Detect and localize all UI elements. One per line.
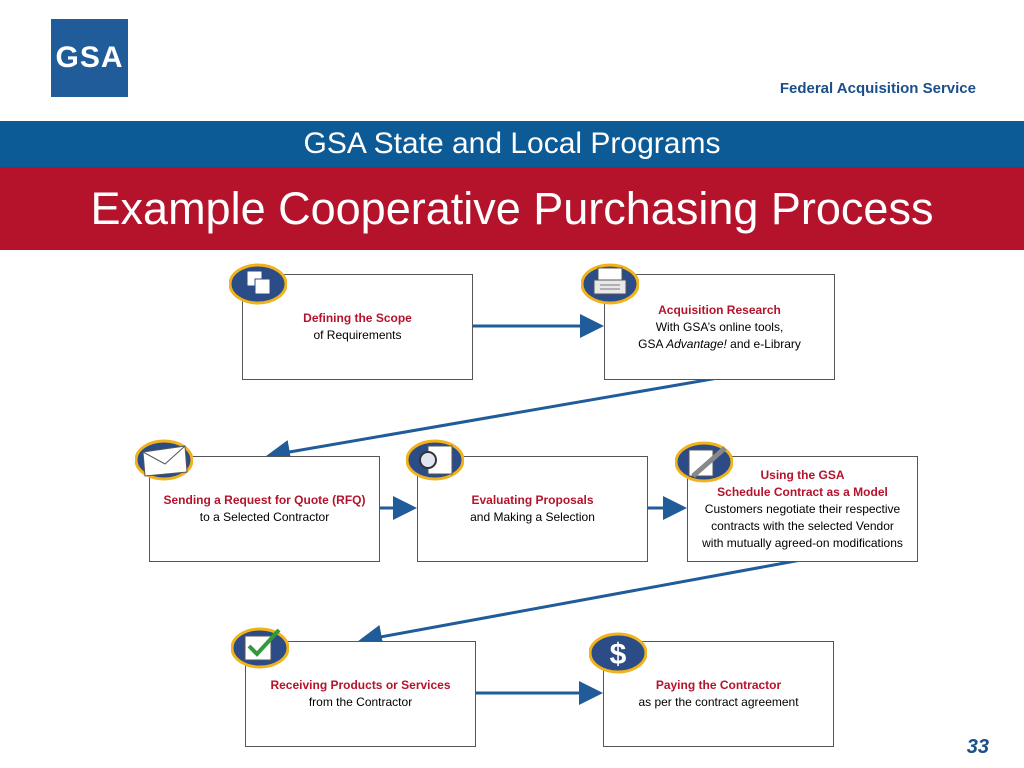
svg-text:$: $ (610, 638, 627, 671)
magnifier-icon (406, 439, 464, 481)
step-desc: Customers negotiate their respective (704, 501, 901, 516)
step-desc: With GSA’s online tools, (655, 319, 784, 334)
service-name: Federal Acquisition Service (779, 80, 976, 97)
arrow-research-to-rfq (266, 376, 719, 464)
envelope-icon (135, 439, 193, 481)
printer-icon (581, 263, 639, 305)
arrow-schedule-to-receive (358, 558, 802, 649)
step-title: Evaluating Proposals (471, 493, 594, 507)
step-desc: contracts with the selected Vendor (711, 518, 894, 533)
step-desc: and Making a Selection (470, 510, 595, 524)
step-title-line2: Schedule Contract as a Model (717, 484, 888, 499)
program-title-band: GSA State and Local Programs (0, 121, 1024, 167)
step-title: Sending a Request for Quote (RFQ) (163, 493, 366, 507)
step-title: Defining the Scope (303, 311, 412, 325)
gsa-logo: GSA (51, 19, 128, 97)
step-acquisition-research: Acquisition Research With GSA’s online t… (604, 274, 835, 380)
step-title: Using the GSA (760, 467, 845, 482)
step-title: Acquisition Research (658, 302, 781, 317)
program-title: GSA State and Local Programs (303, 127, 721, 160)
step-desc: from the Contractor (308, 695, 413, 709)
step-desc-line2: GSA Advantage! and e-Library (638, 336, 801, 351)
dollar-icon: $ (589, 632, 647, 674)
checkmark-icon (231, 627, 289, 669)
page-number: 33 (966, 736, 989, 758)
step-desc: to a Selected Contractor (199, 510, 330, 524)
step-desc: of Requirements (313, 328, 402, 342)
step-title: Paying the Contractor (655, 678, 782, 692)
step-desc: as per the contract agreement (638, 695, 799, 709)
documents-icon (229, 263, 287, 305)
step-desc: with mutually agreed-on modifications (702, 535, 903, 550)
step-defining-scope: Defining the Scope of Requirements (242, 274, 473, 380)
step-title: Receiving Products or Services (270, 678, 451, 692)
pencil-icon (675, 441, 733, 483)
slide-title: Example Cooperative Purchasing Process (90, 182, 934, 234)
step-sending-rfq: Sending a Request for Quote (RFQ) to a S… (149, 456, 380, 562)
slide-title-band: Example Cooperative Purchasing Process (0, 167, 1024, 250)
